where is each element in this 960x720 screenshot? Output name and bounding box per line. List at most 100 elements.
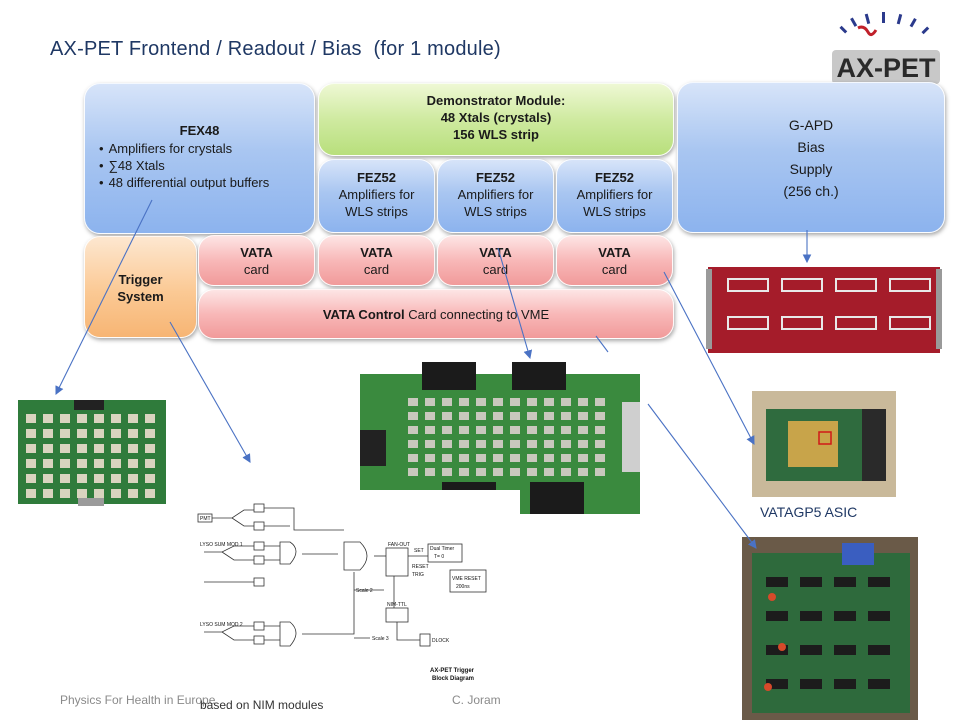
fez52-block-3: FEZ52 Amplifiers for WLS strips [556, 159, 673, 233]
component-chip [476, 398, 486, 406]
component-chip [128, 474, 138, 483]
nim-note: based on NIM modules [200, 698, 324, 712]
component-chip [493, 426, 503, 434]
fez52-block-1: FEZ52 Amplifiers for WLS strips [318, 159, 435, 233]
component-chip [544, 440, 554, 448]
gapd-line: Supply [789, 161, 833, 177]
trigger-system-block: Trigger System [84, 236, 197, 338]
vata-card-3: VATA card [437, 235, 554, 286]
component-chip [77, 414, 87, 423]
component-chip [476, 426, 486, 434]
component-chip [408, 454, 418, 462]
schematic-caption: Block Diagram [432, 676, 474, 682]
component-chip [544, 454, 554, 462]
fex48-item: ∑48 Xtals [99, 157, 314, 174]
component-chip [111, 489, 121, 498]
component-chip [77, 459, 87, 468]
component-chip [493, 440, 503, 448]
component-chip [26, 414, 36, 423]
component-chip [60, 474, 70, 483]
component-chip [77, 489, 87, 498]
vata-title: VATA [479, 245, 512, 260]
component-chip [145, 429, 155, 438]
component-chip [94, 474, 104, 483]
component-chip [43, 489, 53, 498]
arrow-trigger-to-schematic [169, 321, 251, 463]
connector-slot [781, 316, 823, 330]
component-chip [442, 412, 452, 420]
component-chip [868, 645, 890, 655]
component-chip [510, 454, 520, 462]
component-chip [94, 429, 104, 438]
component-chip [425, 426, 435, 434]
connector-slot [727, 278, 769, 292]
component-chip [800, 645, 822, 655]
logo-text: AX-PET [836, 53, 936, 83]
component-chip [493, 412, 503, 420]
gapd-bias-supply-block: G-APD Bias Supply (256 ch.) [677, 82, 945, 233]
component-chip [111, 474, 121, 483]
component-chip [595, 454, 605, 462]
component-chip [111, 414, 121, 423]
component-chip [527, 440, 537, 448]
component-chip [578, 454, 588, 462]
component-chip [60, 429, 70, 438]
component-chip [834, 645, 856, 655]
component-chip [510, 412, 520, 420]
component-chip [442, 426, 452, 434]
connector-slot [835, 316, 877, 330]
fex48-block: FEX48 Amplifiers for crystals ∑48 Xtals … [84, 83, 315, 234]
component-chip [544, 398, 554, 406]
fez52-title: FEZ52 [356, 170, 396, 185]
component-chip [578, 398, 588, 406]
vata-control-rest: Card connecting to VME [404, 307, 550, 322]
line-vata-control [595, 335, 609, 353]
demo-line3: 156 WLS strip [453, 127, 539, 142]
component-chip [527, 468, 537, 476]
component-chip [77, 429, 87, 438]
schematic-label: NIM-TTL [387, 602, 407, 608]
fez52-line: WLS strips [345, 204, 408, 219]
component-chip [43, 414, 53, 423]
component-chip [476, 440, 486, 448]
schematic-label: PMT [200, 516, 211, 522]
component-chip [578, 468, 588, 476]
component-chip [111, 429, 121, 438]
vata-sub: card [601, 262, 628, 277]
component-chip [145, 459, 155, 468]
component-chip [442, 454, 452, 462]
fez52-title: FEZ52 [594, 170, 634, 185]
schematic-label: LYSO SUM MOD 2 [200, 622, 243, 628]
schematic-label: SET [414, 548, 424, 554]
component-chip [43, 474, 53, 483]
component-chip [26, 429, 36, 438]
component-chip [459, 454, 469, 462]
component-chip [595, 412, 605, 420]
schematic-label: TRIG [412, 572, 424, 578]
component-chip [425, 398, 435, 406]
component-chip [408, 440, 418, 448]
vata-control-bold: VATA Control [322, 307, 405, 322]
component-chip [26, 459, 36, 468]
vata-card-1: VATA card [198, 235, 315, 286]
fez52-line: Amplifiers for [338, 187, 415, 202]
component-chip [561, 468, 571, 476]
component-chip [43, 444, 53, 453]
component-chip [94, 414, 104, 423]
component-chip [476, 454, 486, 462]
component-chip [145, 444, 155, 453]
component-chip [578, 426, 588, 434]
component-chip [94, 444, 104, 453]
component-chip [111, 459, 121, 468]
component-chip [145, 489, 155, 498]
trigger-crate-photo [742, 537, 918, 720]
vata-title: VATA [598, 245, 631, 260]
fex48-board-photo [16, 398, 168, 508]
connector-slot [889, 278, 931, 292]
schematic-label: 200ns [456, 584, 470, 590]
schematic-label: LYSO SUM MOD 1 [200, 542, 243, 548]
component-chip [493, 468, 503, 476]
component-chip [561, 398, 571, 406]
component-chip [442, 440, 452, 448]
component-chip [868, 679, 890, 689]
